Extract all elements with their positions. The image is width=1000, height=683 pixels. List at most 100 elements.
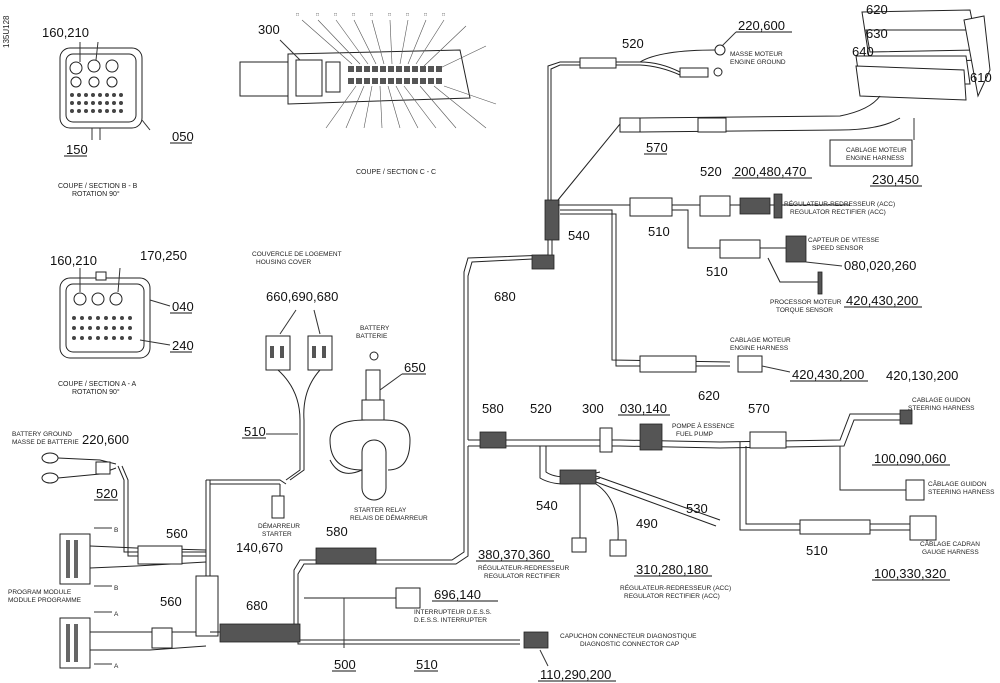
callout-300-top: 300 [258, 22, 280, 37]
label-engine-harness-top: ENGINE HARNESS [846, 155, 905, 162]
label-cablage-moteur-top: CABLAGE MOTEUR [846, 147, 907, 154]
callout-620: 620 [866, 2, 888, 17]
callout-160-210-a: 160,210 [50, 253, 97, 268]
label-cablage-guidon: CABLAGE GUIDON [912, 397, 971, 404]
svg-text:□: □ [296, 12, 299, 18]
callout-570-top: 570 [646, 140, 668, 155]
section-b-title: COUPE / SECTION B - B [58, 183, 138, 190]
callout-510-a: 510 [648, 224, 670, 239]
side-code: 135U128 [2, 15, 11, 48]
label-regulator-1: REGULATOR RECTIFIER (ACC) [790, 209, 886, 216]
callout-200-480-470: 200,480,470 [734, 164, 806, 179]
connector-section-c: □□□□□□□□□ [239, 12, 497, 129]
label-gauge-harness: GAUGE HARNESS [922, 549, 979, 556]
label-regulateur-1: RÉGULATEUR-REDRESSEUR (ACC) [784, 199, 895, 208]
label-capteur-vitesse: CAPTEUR DE VITESSE [808, 237, 880, 244]
callout-650: 650 [404, 360, 426, 375]
label-pompe-essence: POMPE À ESSENCE [672, 421, 735, 430]
callout-420-430-200-a: 420,430,200 [846, 293, 918, 308]
callout-560-a: 560 [166, 526, 188, 541]
callout-030-140: 030,140 [620, 401, 667, 416]
callout-040: 040 [172, 299, 194, 314]
label-battery-fr: BATTERY [360, 325, 390, 332]
callout-530: 530 [686, 501, 708, 516]
callout-580-b: 580 [326, 524, 348, 539]
label-cablage-guidon-b: CÂBLAGE GUIDON [928, 479, 987, 488]
callout-420-130-200: 420,130,200 [886, 368, 958, 383]
section-c-title: COUPE / SECTION C - C [356, 169, 436, 176]
callout-510-c: 510 [806, 543, 828, 558]
svg-text:□: □ [388, 12, 391, 18]
callout-380: 380,370,360 [478, 547, 550, 562]
label-demarreur: DÉMARREUR [258, 521, 300, 530]
callout-050: 050 [172, 129, 194, 144]
callout-540-top: 540 [568, 228, 590, 243]
callout-610: 610 [970, 70, 992, 85]
label-masse-moteur: MASSE MOTEUR [730, 51, 783, 58]
housing-cover-group [265, 309, 333, 481]
marker-b-bottom: B [114, 585, 118, 592]
marker-a-bottom: A [114, 663, 119, 670]
callout-110: 110,290,200 [540, 667, 611, 682]
section-a-title: COUPE / SECTION A - A [58, 381, 137, 388]
label-housing-cover: HOUSING COVER [256, 259, 312, 266]
connector-section-b [59, 41, 151, 140]
label-module-programme: MODULE PROGRAMME [8, 597, 82, 604]
label-masse-batterie: MASSE DE BATTERIE [12, 439, 79, 446]
program-module [59, 479, 287, 669]
label-regulateur-2: RÉGULATEUR-REDRESSEUR [478, 563, 570, 572]
battery-ground-lead [41, 452, 206, 557]
label-regulator-3: REGULATOR RECTIFIER (ACC) [624, 593, 720, 600]
engine-harness-top [619, 9, 991, 167]
callout-230-450: 230,450 [872, 172, 919, 187]
callout-510-left: 510 [244, 424, 266, 439]
section-b-subtitle: ROTATION 90° [72, 190, 120, 198]
callout-300-b: 300 [582, 401, 604, 416]
engine-harness-mid [639, 355, 763, 373]
callout-560-b: 560 [160, 594, 182, 609]
label-cablage-cadran: CÂBLAGE CADRAN [920, 539, 980, 548]
connector-section-a [59, 267, 171, 359]
label-regulator-2: REGULATOR RECTIFIER [484, 573, 560, 580]
callout-490: 490 [636, 516, 658, 531]
svg-text:□: □ [316, 12, 319, 18]
callout-080: 080,020,260 [844, 258, 916, 273]
label-speed-sensor: SPEED SENSOR [812, 245, 864, 252]
label-relais-demarreur: RELAIS DE DÉMARREUR [350, 513, 428, 522]
label-steering-harness-a: STEERING HARNESS [908, 405, 975, 412]
label-battery-ground: BATTERY GROUND [12, 431, 72, 438]
label-battery-en: BATTERIE [356, 333, 388, 340]
label-fuel-pump: FUEL PUMP [676, 431, 713, 438]
svg-text:□: □ [352, 12, 355, 18]
callout-510-b: 510 [706, 264, 728, 279]
engine-ground-lead [547, 44, 726, 240]
callout-160-210-b: 160,210 [42, 25, 89, 40]
callout-696: 696,140 [434, 587, 481, 602]
callout-540-b: 540 [536, 498, 558, 513]
label-engine-ground: ENGINE GROUND [730, 59, 786, 66]
callout-680-b: 680 [246, 598, 268, 613]
label-starter: STARTER [262, 531, 292, 538]
label-starter-relay: STARTER RELAY [354, 507, 407, 514]
callout-510-d: 510 [416, 657, 438, 672]
fuel-pump-area [479, 423, 721, 557]
callout-570-b: 570 [748, 401, 770, 416]
label-cablage-moteur-mid: CABLAGE MOTEUR [730, 337, 791, 344]
callout-310: 310,280,180 [636, 562, 708, 577]
svg-text:□: □ [334, 12, 337, 18]
label-dess-switch: D.E.S.S. INTERRUPTER [414, 617, 487, 624]
callout-520-mid: 520 [700, 164, 722, 179]
label-capuchon: CAPUCHON CONNECTEUR DIAGNOSTIQUE [560, 633, 697, 640]
svg-text:□: □ [370, 12, 373, 18]
marker-a-top: A [114, 611, 119, 618]
label-couvercle: COUVERCLE DE LOGEMENT [252, 251, 342, 258]
callout-630: 630 [866, 26, 888, 41]
label-programme-module: PROGRAM MODULE [8, 589, 72, 596]
callout-500: 500 [334, 657, 356, 672]
callout-140-670: 140,670 [236, 540, 283, 555]
callout-100-330-320: 100,330,320 [874, 566, 946, 581]
label-engine-harness-mid: ENGINE HARNESS [730, 345, 789, 352]
label-mph-sensor: TORQUE SENSOR [776, 307, 833, 314]
callout-680-mid: 680 [494, 289, 516, 304]
callout-420-430-200-b: 420,430,200 [792, 367, 864, 382]
